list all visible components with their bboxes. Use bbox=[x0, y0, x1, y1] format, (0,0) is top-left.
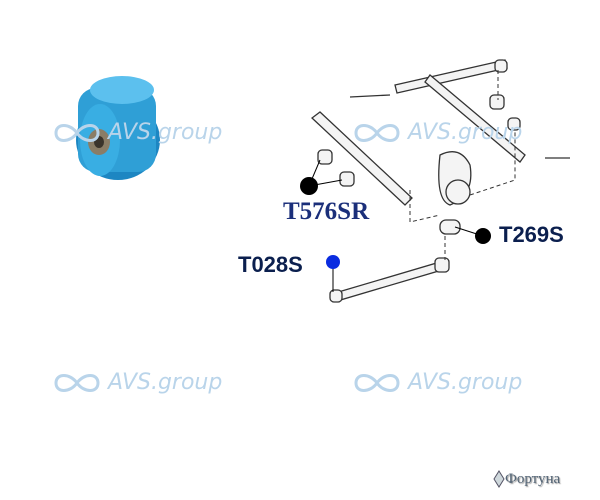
marker-t269s bbox=[475, 228, 491, 244]
watermark-text: AVS.group bbox=[108, 120, 223, 145]
watermark: AVS.group bbox=[352, 120, 522, 145]
suspension-arms bbox=[310, 59, 570, 303]
part-label-t269s: T269S bbox=[499, 222, 564, 247]
marker-t028s bbox=[326, 255, 340, 269]
bushing-photo bbox=[76, 76, 160, 180]
infinity-logo-icon bbox=[54, 123, 100, 142]
watermark: AVS.group bbox=[352, 370, 522, 395]
brand-text: Фортуна bbox=[505, 470, 561, 487]
diamond-icon bbox=[493, 470, 505, 488]
part-label-t576sr: T576SR bbox=[283, 198, 370, 225]
dashed-guides bbox=[409, 70, 516, 260]
part-label-t028s: T028S bbox=[238, 252, 303, 277]
infinity-logo-icon bbox=[54, 373, 100, 392]
brand-logo: Фортуна bbox=[493, 470, 560, 488]
watermark-text: AVS.group bbox=[408, 120, 523, 145]
infinity-logo-icon bbox=[354, 373, 400, 392]
watermark: AVS.group bbox=[52, 370, 222, 395]
watermark: AVS.group bbox=[52, 120, 222, 145]
marker-t576sr bbox=[300, 177, 318, 195]
watermark-text: AVS.group bbox=[108, 370, 223, 395]
watermark-text: AVS.group bbox=[408, 370, 523, 395]
infinity-logo-icon bbox=[354, 123, 400, 142]
